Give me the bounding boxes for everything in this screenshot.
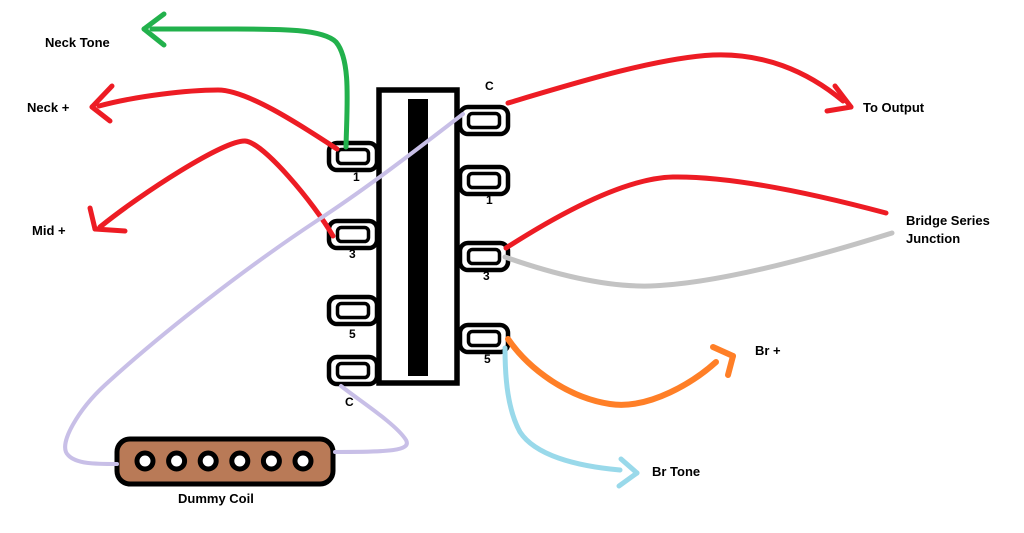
dummy-coil-pole-2 [166,450,188,472]
mid-plus-wire-arrowhead [92,226,128,234]
left-lug-1-hole [335,147,371,166]
bridge-series-gray-wire [502,230,895,289]
mid-plus-wire-arrowhead [87,205,98,232]
neck-plus-wire-arrowhead [89,104,113,124]
label-right-lug-3: 3 [483,269,490,283]
neck-tone-wire-arrowhead [141,26,167,48]
switch-slider-bar [408,99,428,376]
dummy-coil-return-wire [333,384,409,454]
br-tone-wire-arrowhead [616,470,640,489]
dummy-coil-pole-1 [134,450,156,472]
right-lug-3-hole [466,247,502,266]
label-left-lug-3: 3 [349,247,356,261]
to-output-wire-arrowhead [824,104,854,114]
label-br-tone: Br Tone [652,464,701,479]
br-tone-wire-arrowhead [618,456,640,476]
br-tone-wire [502,345,623,473]
label-neck-tone: Neck Tone [45,35,110,50]
label-bridge-series-line1: Bridge Series [906,213,990,228]
bridge-series-red-wire [503,174,889,251]
label-br-plus: Br + [755,343,781,358]
dummy-coil-pole-4 [229,450,251,472]
dummy-coil-body [114,436,336,487]
label-left-lug-c: C [345,395,354,409]
label-right-lug-c: C [485,79,494,93]
dummy-coil-pole-5 [260,450,282,472]
to-output-wire [505,52,846,106]
neck-tone-wire [149,26,350,150]
br-plus-wire-arrowhead [725,353,736,378]
right-lug-c-hole [466,111,502,130]
label-bridge-series-line2: Junction [906,231,961,246]
label-mid-plus: Mid + [32,223,66,238]
label-right-lug-5: 5 [484,352,491,366]
left-lug-3-hole [335,225,371,244]
to-output-wire-arrowhead [832,83,854,110]
label-to-output: To Output [863,100,925,115]
label-dummy-coil: Dummy Coil [178,491,254,506]
br-plus-wire-arrowhead [710,344,736,359]
neck-plus-wire [96,87,340,152]
left-lug-c-hole [335,361,371,380]
label-left-lug-5: 5 [349,327,356,341]
br-plus-wire [505,336,719,408]
mid-plus-wire [97,138,336,239]
label-bridge-series-junction: Bridge Series Junction [906,212,990,248]
neck-tone-wire-arrowhead [141,11,167,32]
label-left-lug-1: 1 [353,170,360,184]
label-neck-plus: Neck + [27,100,70,115]
right-lug-5-hole [466,329,502,348]
dummy-coil-pole-6 [292,450,314,472]
dummy-coil-pole-3 [197,450,219,472]
right-lug-1-hole [466,171,502,190]
dummy-coil-feed-wire [63,112,465,466]
neck-plus-wire-arrowhead [89,83,115,110]
label-right-lug-1: 1 [486,193,493,207]
left-lug-5-hole [335,301,371,320]
